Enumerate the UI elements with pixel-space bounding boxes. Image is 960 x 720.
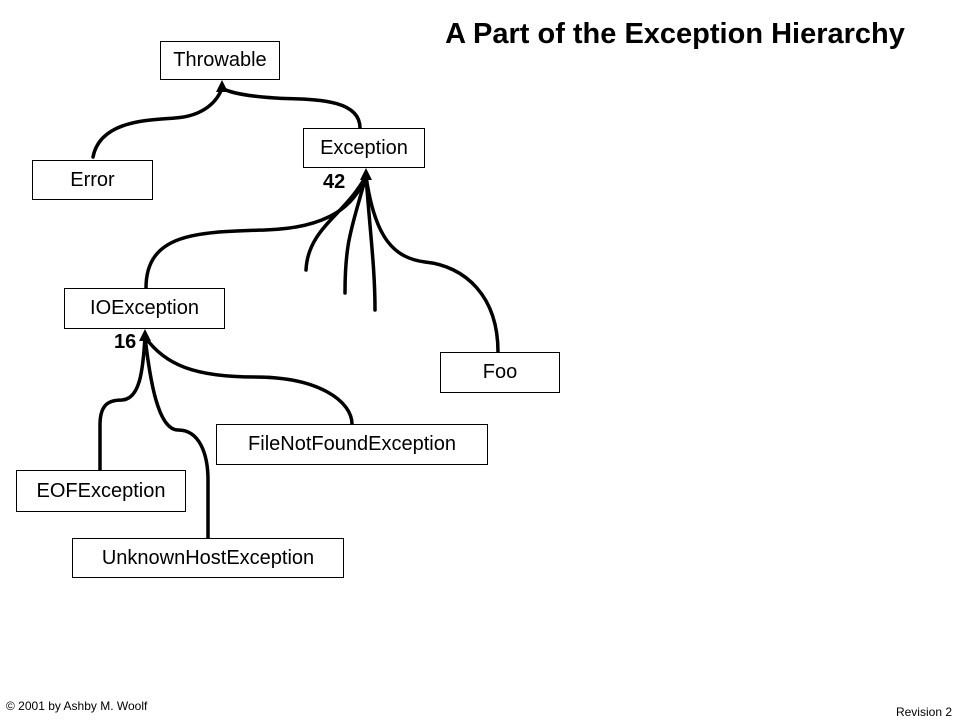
edge-eofexception-to-ioexception [98, 335, 147, 472]
copyright-notice: © 2001 by Ashby M. Woolf [6, 699, 148, 713]
arrowhead-exception [360, 168, 372, 180]
node-ioexception: IOException [64, 288, 225, 329]
edge-unknownhost-to-ioexception [143, 335, 210, 540]
node-foo: Foo [440, 352, 560, 393]
node-throwable: Throwable [160, 41, 280, 80]
revision-label: Revision 2 [895, 705, 952, 719]
diagram-title: A Part of the Exception Hierarchy [445, 18, 905, 50]
node-error: Error [32, 160, 153, 200]
edge-ioexception-to-exception [144, 174, 368, 290]
ioexception-subclass-count: 16 [114, 331, 137, 353]
arrowhead-ioexception [139, 329, 151, 341]
edge-unseen-subclass-1 [304, 174, 368, 272]
edge-filenotfound-to-ioexception [143, 335, 354, 426]
node-exception: Exception [303, 128, 425, 168]
node-filenotfoundexception: FileNotFoundException [216, 424, 488, 465]
node-unknownhostexception: UnknownHostException [72, 538, 344, 578]
edge-exception-to-throwable [220, 86, 362, 130]
edge-unseen-subclass-2 [343, 174, 368, 295]
node-eofexception: EOFException [16, 470, 186, 512]
edge-foo-to-exception [364, 174, 500, 354]
arrowhead-throwable [216, 80, 228, 92]
edge-error-to-throwable [91, 86, 224, 159]
exception-subclass-count: 42 [323, 171, 346, 193]
